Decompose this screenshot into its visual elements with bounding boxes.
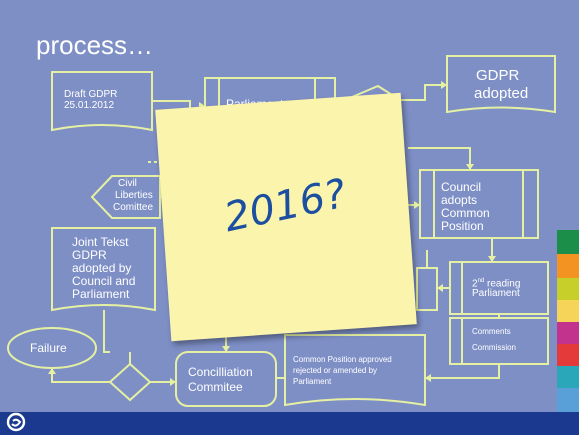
gdpr-adopted-label-2: adopted [474,85,529,102]
council-label-2: adopts [441,193,478,207]
second-reading-label-1: 2nd reading [472,276,520,289]
small-box-shape [416,267,438,311]
draft-gdpr-date: 25.01.2012 [64,100,115,111]
second-reading-number: 2 [472,278,478,290]
council-label-4: Position [441,219,484,233]
common-position-label-2: rejected or amended by [293,366,378,375]
comments-label: Comments [472,327,511,336]
slide-title: process… [36,30,154,60]
gdpr-adopted-shape [446,55,556,114]
color-stripe-yellow [557,300,579,322]
council-label-3: Common [441,206,490,220]
commission-label: Commission [472,343,517,352]
arrowhead [170,378,176,386]
color-stripe-lime [557,278,579,300]
color-stripe-blue [557,388,579,412]
decision-diamond-bottom [108,362,152,402]
conciliation-label-1: Concilliation [188,365,253,379]
comments-shape [449,317,549,365]
arrowhead [425,374,431,382]
joint-text-shape [51,227,156,312]
common-position-label-3: Parliament [293,377,332,386]
joint-label-5: Parliament [72,287,130,301]
color-stripe-red [557,344,579,366]
sticky-note-text: 2016? [220,170,351,242]
color-stripe-green [557,230,579,254]
civil-label-2: Liberties [115,190,153,201]
logo-icon [6,412,26,432]
footer-bar [0,412,579,435]
council-label-1: Council [441,180,482,194]
draft-gdpr-label: Draft GDPR [64,89,118,100]
gdpr-adopted-label-1: GDPR [476,67,520,84]
color-stripe-orange [557,254,579,278]
arrowhead [48,368,56,374]
connector [425,364,500,379]
common-position-label-1: Common Position approved [293,355,392,364]
civil-label-3: Comittee [113,202,154,213]
arrowhead [466,164,474,170]
civil-liberties-shape [90,175,161,219]
arrowhead [437,284,443,292]
failure-label: Failure [30,341,67,355]
second-reading-label-2: Parliament [472,288,520,299]
color-stripe-magenta [557,322,579,344]
arrowhead [441,81,447,89]
common-position-shape [284,334,426,407]
second-reading-word: reading [487,278,521,290]
second-reading-suffix: nd [477,278,485,284]
arrowhead [488,256,496,262]
arrowhead [222,346,230,352]
connector [103,310,110,353]
color-stripe-teal [557,366,579,388]
civil-label-1: Civil [118,178,137,189]
connector [400,84,447,101]
joint-label-3: adopted by [72,261,132,275]
connector [51,368,110,383]
arrowhead [414,201,420,209]
conciliation-label-2: Commitee [188,380,243,394]
conciliation-shape [175,351,277,407]
sticky-note: 2016? [155,92,417,342]
connector [408,147,471,170]
draft-gdpr-shape [51,71,153,132]
joint-label-1: Joint Tekst [72,235,129,249]
joint-label-4: Council and [72,274,136,288]
joint-label-2: GDPR [72,248,107,262]
